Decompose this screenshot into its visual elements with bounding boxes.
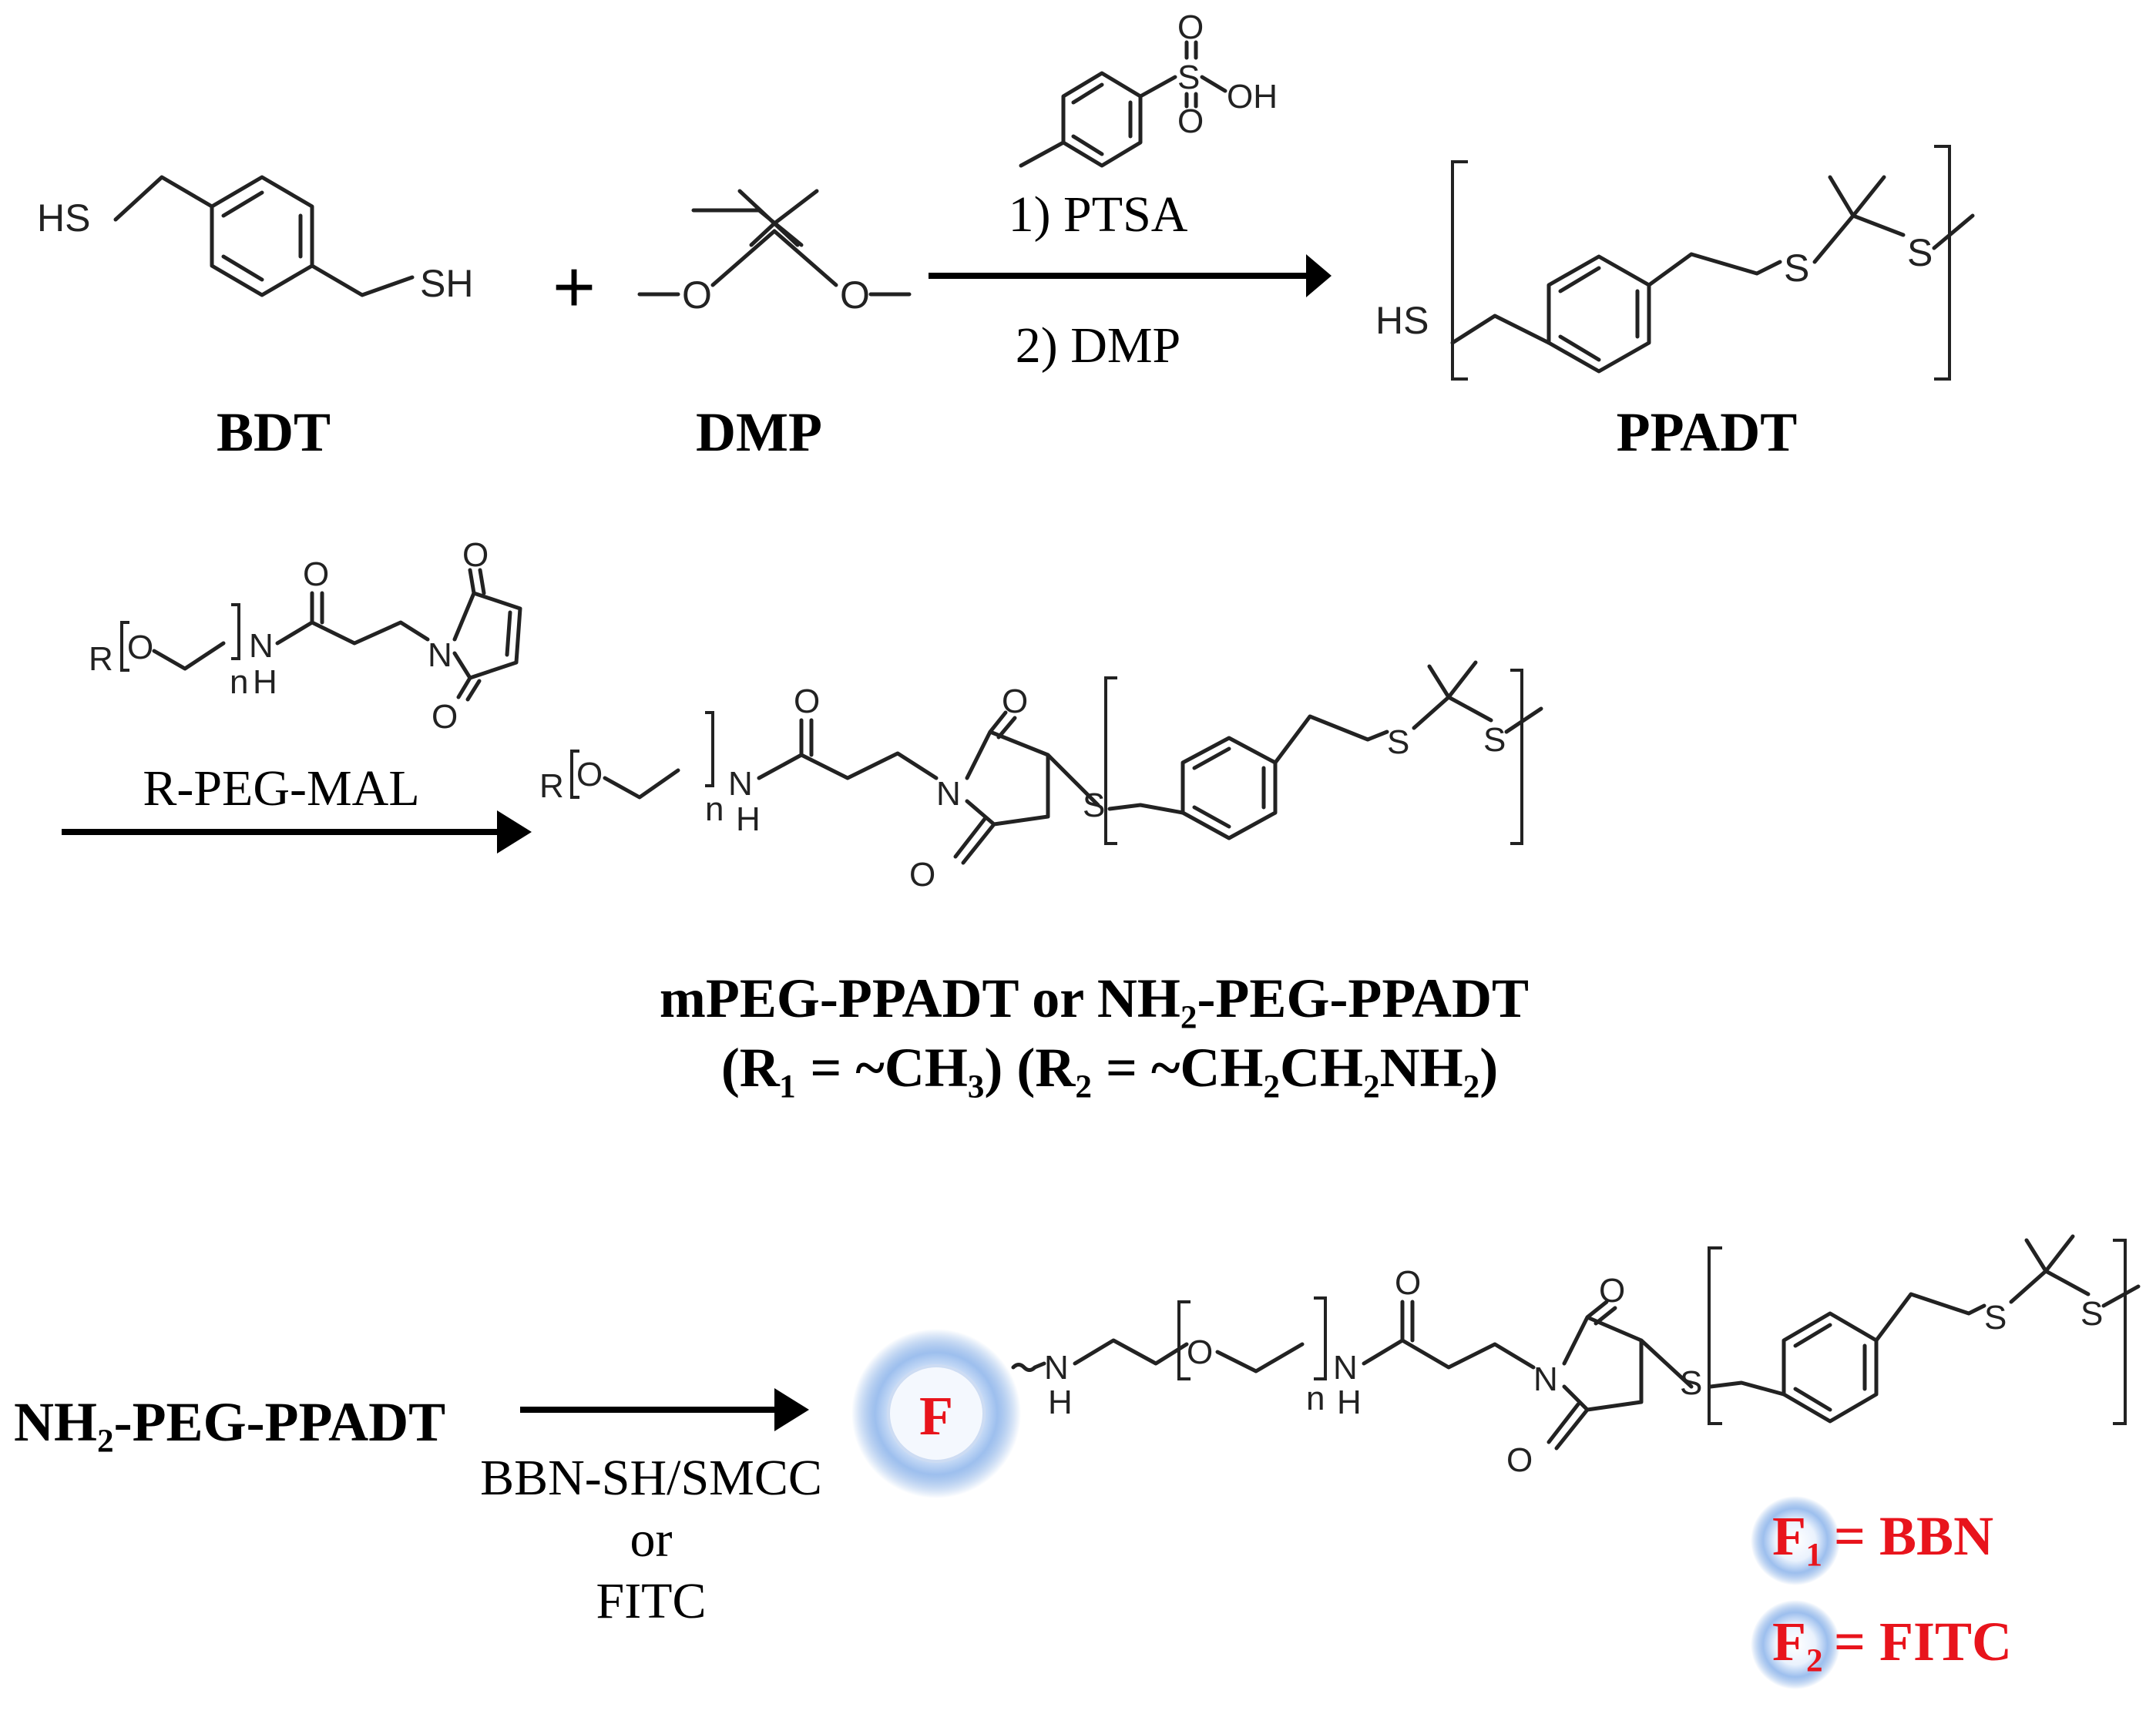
conj-amide-h: H [1337,1384,1362,1421]
conj-sulfur-2: S [2080,1295,2103,1333]
peg-ppadt-structure: R O n N H O N O O S S S [539,660,1543,894]
product2-sulfur-1: S [1387,723,1409,761]
legend-f1-text: = BBN [1834,1505,1993,1567]
ppadt-structure: HS S S PPADT [1375,145,1975,463]
product2-imide-o-bottom: O [909,856,935,894]
product2-imide-o-top: O [1002,683,1028,720]
reagent3-line3: FITC [596,1573,706,1629]
reagent-amide-h: H [253,663,277,701]
r-peg-mal-structure: R O n N H O N O O [89,536,522,736]
product2-amide-n: N [728,765,753,803]
product2-carbonyl-o: O [794,683,820,720]
dmp-structure: O O DMP [637,189,912,463]
conj-oxygen: O [1187,1333,1213,1371]
conj-sulfur-1: S [1984,1299,2007,1337]
ligand-symbol: F [919,1385,953,1447]
bdt-thiol-left: HS [37,196,90,240]
dmp-oxygen-right: O [840,273,870,317]
ptsa-oxygen-top: O [1177,8,1204,46]
ptsa-oxygen-bottom: O [1177,102,1204,140]
conjugate-structure: N H O n N H O N O O S S S [1011,1234,2141,1479]
product2-sulfur-2: S [1483,721,1506,759]
product2-r-groups: (R₁ = ~CH₃) (R₂ = ~CH₂CH₂NH₂) [721,1037,1498,1099]
ppadt-label: PPADT [1617,401,1798,463]
conj-amine-n: N [1044,1349,1069,1387]
ppadt-sulfur-1: S [1784,247,1809,290]
step2-label: 2) DMP [1016,317,1181,374]
legend-f2-symbol: F₂ [1772,1611,1823,1672]
conj-imide-o-top: O [1599,1272,1625,1310]
conj-thioether-s: S [1680,1364,1702,1402]
conj-amine-h: H [1048,1384,1073,1421]
conj-imide-n: N [1533,1360,1558,1398]
reagent-imide-n: N [428,636,452,674]
reagent-carbonyl-o: O [303,555,329,593]
product2-amide-h: H [736,800,761,838]
ppadt-sulfur-2: S [1907,231,1933,274]
product2-name: mPEG-PPADT or NH₂-PEG-PPADT [660,968,1529,1029]
ptsa-sulfur: S [1177,59,1200,96]
legend-f2-text: = FITC [1834,1611,2012,1672]
product2-oxygen: O [576,756,603,793]
dmp-oxygen-left: O [682,273,712,317]
ligand-legend: F₁ = BBN F₂ = FITC [1751,1496,2012,1689]
bdt-label: BDT [217,401,331,463]
reagent-n: n [230,663,248,701]
reagent-imide-o-top: O [462,536,489,574]
step1-label: 1) PTSA [1009,186,1188,243]
reagent3-line2: or [630,1511,673,1568]
reagent-amide-n: N [249,627,274,665]
reagent-imide-o-bottom: O [432,698,458,736]
reagent-label: R-PEG-MAL [143,760,419,817]
product2-thioether-s: S [1083,787,1105,824]
dmp-label: DMP [696,401,822,463]
ptsa-structure: S O O OH [1019,8,1278,168]
ligand-f: F [851,1329,1021,1498]
product2-n: n [705,790,724,828]
reactant3-label: NH₂-PEG-PPADT [14,1391,445,1453]
reagent3-line1: BBN-SH/SMCC [480,1450,822,1506]
product2-imide-n: N [936,775,961,813]
plus-sign: + [552,246,596,328]
bdt-structure: HS SH BDT [37,175,473,463]
ppadt-thiol: HS [1375,299,1429,342]
legend-f1-symbol: F₁ [1772,1505,1823,1567]
conj-carbonyl-o: O [1395,1264,1421,1302]
bdt-thiol-right: SH [420,262,473,305]
product2-r: R [539,767,564,805]
conj-n-repeat: n [1306,1380,1325,1417]
reagent-oxygen: O [127,629,153,666]
reagent-r: R [89,640,113,678]
conj-imide-o-bottom: O [1506,1441,1533,1479]
conj-amide-n: N [1333,1349,1358,1387]
ptsa-hydroxyl: OH [1227,78,1278,116]
